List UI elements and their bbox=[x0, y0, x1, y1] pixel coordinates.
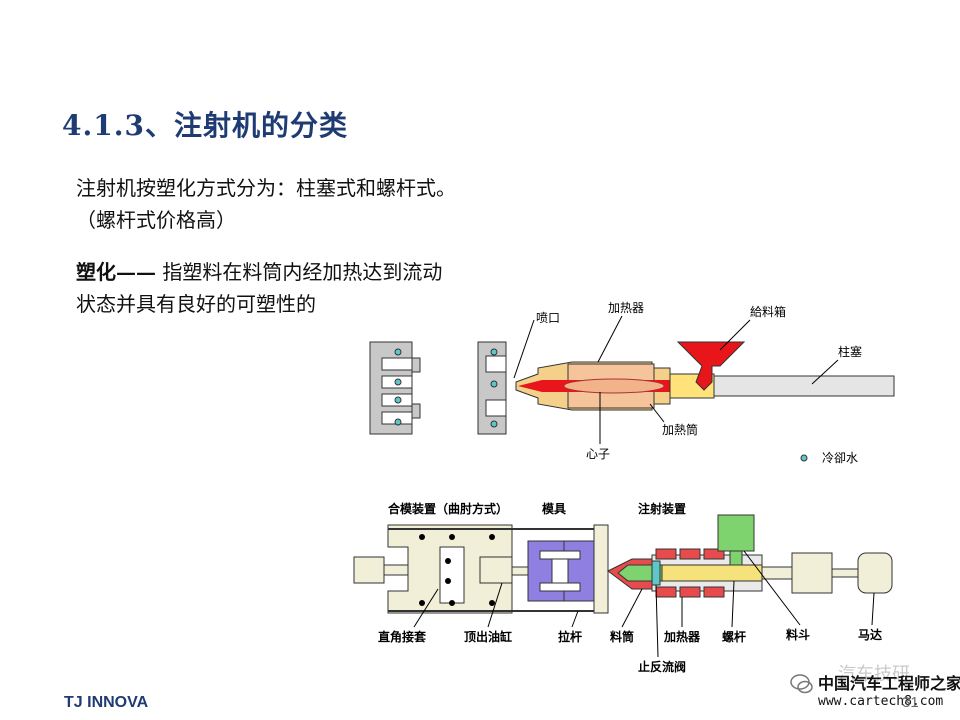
definition-paragraph: 塑化—— 指塑料在料筒内经加热达到流动 状态并具有良好的可塑性的 bbox=[76, 256, 442, 320]
label-barrel: 料筒 bbox=[610, 629, 634, 644]
label-nozzle: 喷口 bbox=[536, 311, 560, 325]
leader-line bbox=[621, 588, 643, 628]
leader-line bbox=[743, 550, 801, 626]
watermark-faded-text: 汽车技研 bbox=[838, 664, 910, 685]
core-torpedo bbox=[563, 378, 665, 394]
definition-line-2: 状态并具有良好的可塑性的 bbox=[76, 292, 316, 316]
label-hopper: 給料箱 bbox=[750, 304, 786, 319]
watermark-site-name: 中国汽车工程师之家 bbox=[818, 674, 960, 693]
watermark: 汽车技研 中国汽车工程师之家 www.cartech8.com bbox=[790, 664, 960, 714]
intro-paragraph: 注射机按塑化方式分为：柱塞式和螺杆式。 （螺杆式价格高） bbox=[76, 172, 456, 236]
pin bbox=[449, 534, 455, 540]
intro-line-2: （螺杆式价格高） bbox=[76, 208, 236, 232]
label-square-sleeve: 直角接套 bbox=[378, 629, 427, 644]
check-valve bbox=[651, 560, 661, 586]
leader-line bbox=[655, 584, 659, 658]
cooling-dot bbox=[394, 348, 402, 356]
pin bbox=[419, 534, 425, 540]
label-check-valve: 止反流阀 bbox=[638, 659, 686, 674]
leader-line bbox=[571, 610, 579, 628]
clamp-cylinder bbox=[353, 556, 385, 584]
cooling-dot bbox=[394, 396, 402, 404]
heater-band bbox=[703, 586, 725, 598]
definition-line-1: 指塑料在料筒内经加热达到流动 bbox=[156, 260, 443, 284]
leader-line bbox=[731, 580, 735, 628]
mold-slot bbox=[381, 357, 413, 371]
label-heater: 加热器 bbox=[663, 629, 701, 644]
crosshead bbox=[479, 556, 513, 584]
label-mold: 模具 bbox=[542, 501, 566, 516]
leader-line bbox=[513, 319, 535, 379]
label-injection: 注射装置 bbox=[638, 501, 686, 516]
mold-cavity bbox=[551, 558, 569, 584]
fixed-platen bbox=[593, 524, 609, 614]
slide-title: 4.1.3、注射机的分类 bbox=[62, 109, 348, 142]
pin bbox=[449, 600, 455, 606]
pin bbox=[489, 600, 495, 606]
plunger-injection-diagram: 喷口 加热器 給料箱 柱塞 加熱筒 心子 冷卻水 bbox=[352, 290, 902, 480]
heater-band bbox=[679, 548, 701, 560]
leader-line bbox=[811, 359, 839, 385]
mold-cavity bbox=[485, 355, 507, 373]
intro-line-1: 注射机按塑化方式分为：柱塞式和螺杆式。 bbox=[76, 176, 456, 200]
footer-brand: TJ INNOVA bbox=[64, 694, 149, 711]
plunger-rod bbox=[713, 375, 895, 397]
cooling-dot bbox=[490, 420, 498, 428]
screw-shaft bbox=[761, 566, 793, 580]
leader-line bbox=[719, 319, 751, 351]
mold-cavity bbox=[539, 550, 581, 560]
hopper-throat bbox=[729, 550, 743, 566]
plunger-diagram-svg: 喷口 加热器 給料箱 柱塞 加熱筒 心子 冷卻水 bbox=[369, 301, 895, 465]
heater-band bbox=[655, 586, 677, 598]
watermark-url: www.cartech8.com bbox=[818, 694, 944, 709]
label-plunger: 柱塞 bbox=[838, 344, 862, 359]
pin bbox=[419, 600, 425, 606]
label-heating-barrel: 加熱筒 bbox=[662, 422, 698, 437]
heater-band bbox=[655, 548, 677, 560]
hopper bbox=[717, 514, 755, 552]
cooling-dot bbox=[394, 418, 402, 426]
toggle-link bbox=[439, 546, 465, 604]
definition-term: 塑化—— bbox=[76, 260, 156, 284]
mold-tab bbox=[411, 357, 421, 373]
label-motor: 马达 bbox=[858, 627, 882, 642]
cooling-dot bbox=[490, 348, 498, 356]
injection-cylinder bbox=[791, 552, 833, 594]
label-ejector-cylinder: 顶出油缸 bbox=[464, 629, 512, 644]
leader-line bbox=[649, 403, 665, 423]
label-screw: 螺杆 bbox=[722, 629, 746, 644]
leader-line bbox=[871, 592, 875, 626]
cooling-legend-dot bbox=[800, 454, 808, 462]
label-tie-bar: 拉杆 bbox=[558, 629, 582, 644]
motor bbox=[857, 552, 893, 594]
leader-line bbox=[597, 315, 623, 363]
screw bbox=[661, 564, 763, 582]
pin bbox=[445, 558, 451, 564]
leader-line bbox=[413, 588, 439, 628]
pin bbox=[489, 534, 495, 540]
wechat-icon bbox=[790, 674, 813, 694]
label-core: 心子 bbox=[586, 447, 610, 461]
screw-diagram-svg: 合模装置（曲肘方式） 模具 注射装置 bbox=[353, 501, 893, 674]
pin bbox=[445, 578, 451, 584]
mold-cavity bbox=[485, 399, 507, 417]
label-clamping: 合模装置（曲肘方式） bbox=[388, 501, 508, 516]
screw-injection-diagram: 合模装置（曲肘方式） 模具 注射装置 bbox=[352, 495, 902, 685]
leader-line bbox=[487, 582, 503, 628]
page-number: 31 bbox=[902, 694, 919, 711]
mold-tab bbox=[411, 403, 421, 419]
label-heater: 加热器 bbox=[608, 301, 644, 315]
mold-cavity bbox=[539, 582, 581, 592]
cooling-dot bbox=[394, 378, 402, 386]
cooling-dot bbox=[490, 380, 498, 388]
drive-shaft bbox=[831, 568, 859, 578]
heater-band bbox=[703, 548, 725, 560]
label-cooling-water: 冷卻水 bbox=[822, 451, 858, 465]
hopper bbox=[676, 341, 746, 391]
label-hopper: 料斗 bbox=[786, 627, 810, 642]
heater-band bbox=[679, 586, 701, 598]
